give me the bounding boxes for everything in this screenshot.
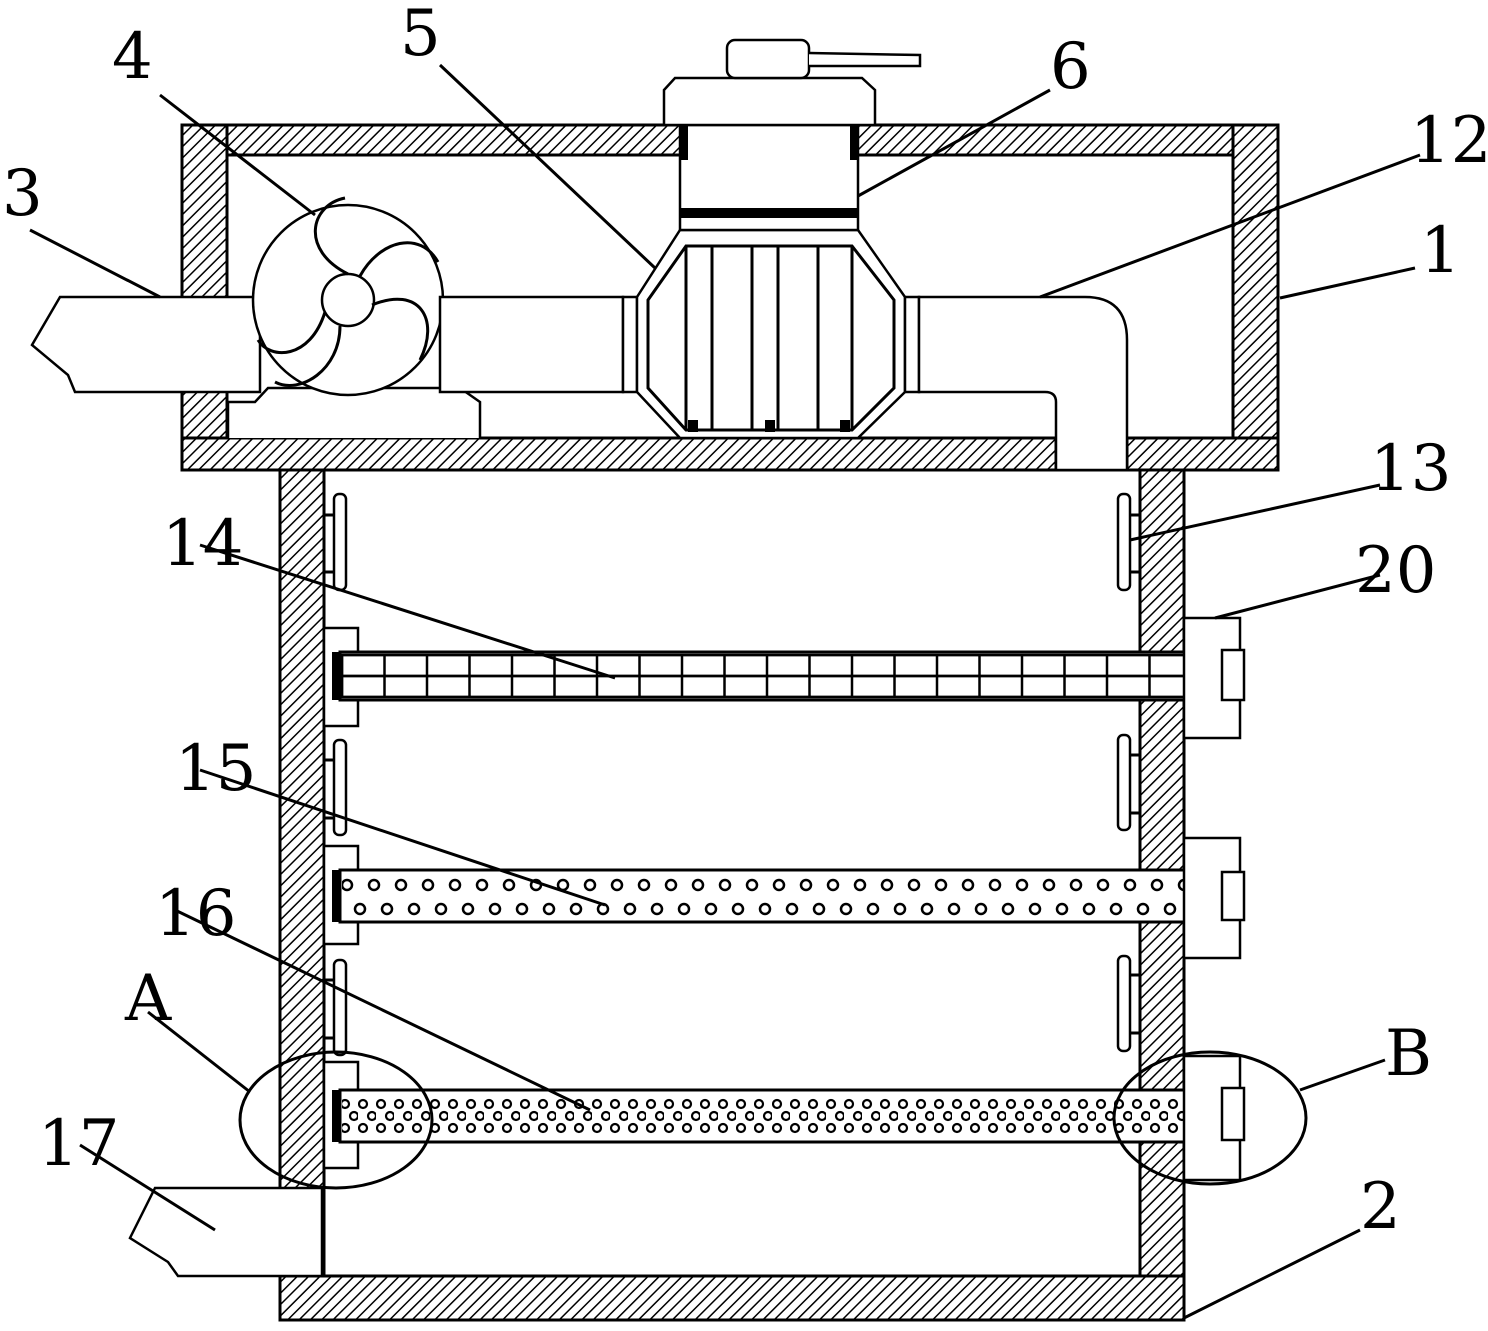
- blower-fan: [251, 196, 445, 397]
- filter-plate-fine: [322, 1054, 1246, 1182]
- leader-lines: [29, 63, 1421, 1320]
- connecting-pipe: [438, 295, 625, 394]
- fan-base: [226, 386, 482, 438]
- label-13: 13: [1370, 432, 1451, 506]
- label-1: 1: [1420, 214, 1461, 288]
- filter-plate-grid: [322, 616, 1246, 740]
- label-2: 2: [1360, 1170, 1401, 1244]
- label-5: 5: [400, 0, 441, 71]
- right-rails: [1116, 492, 1140, 1053]
- label-16: 16: [155, 877, 236, 951]
- label-20: 20: [1355, 534, 1436, 608]
- detail-circle-b: [1112, 1050, 1308, 1186]
- label-4: 4: [112, 20, 153, 94]
- label-b: B: [1385, 1017, 1432, 1091]
- left-rails: [324, 492, 348, 1057]
- filter-element: [635, 228, 907, 440]
- label-17: 17: [38, 1107, 119, 1181]
- detail-circle-a: [238, 1050, 434, 1190]
- drain-pipe: [128, 1186, 324, 1278]
- callout-labels: 1 2 3 4 5 6 12 13 14 15 16 17 20 A B: [2, 0, 1488, 1244]
- label-a: A: [124, 962, 172, 1036]
- label-12: 12: [1410, 104, 1488, 178]
- inlet-pipe: [30, 295, 262, 394]
- label-6: 6: [1050, 30, 1091, 104]
- label-14: 14: [162, 507, 243, 581]
- filter-plate-perforated: [322, 836, 1246, 960]
- outlet-pipe: [903, 295, 1129, 472]
- label-15: 15: [175, 732, 256, 806]
- filter-cover: [662, 38, 922, 232]
- label-3: 3: [2, 157, 43, 231]
